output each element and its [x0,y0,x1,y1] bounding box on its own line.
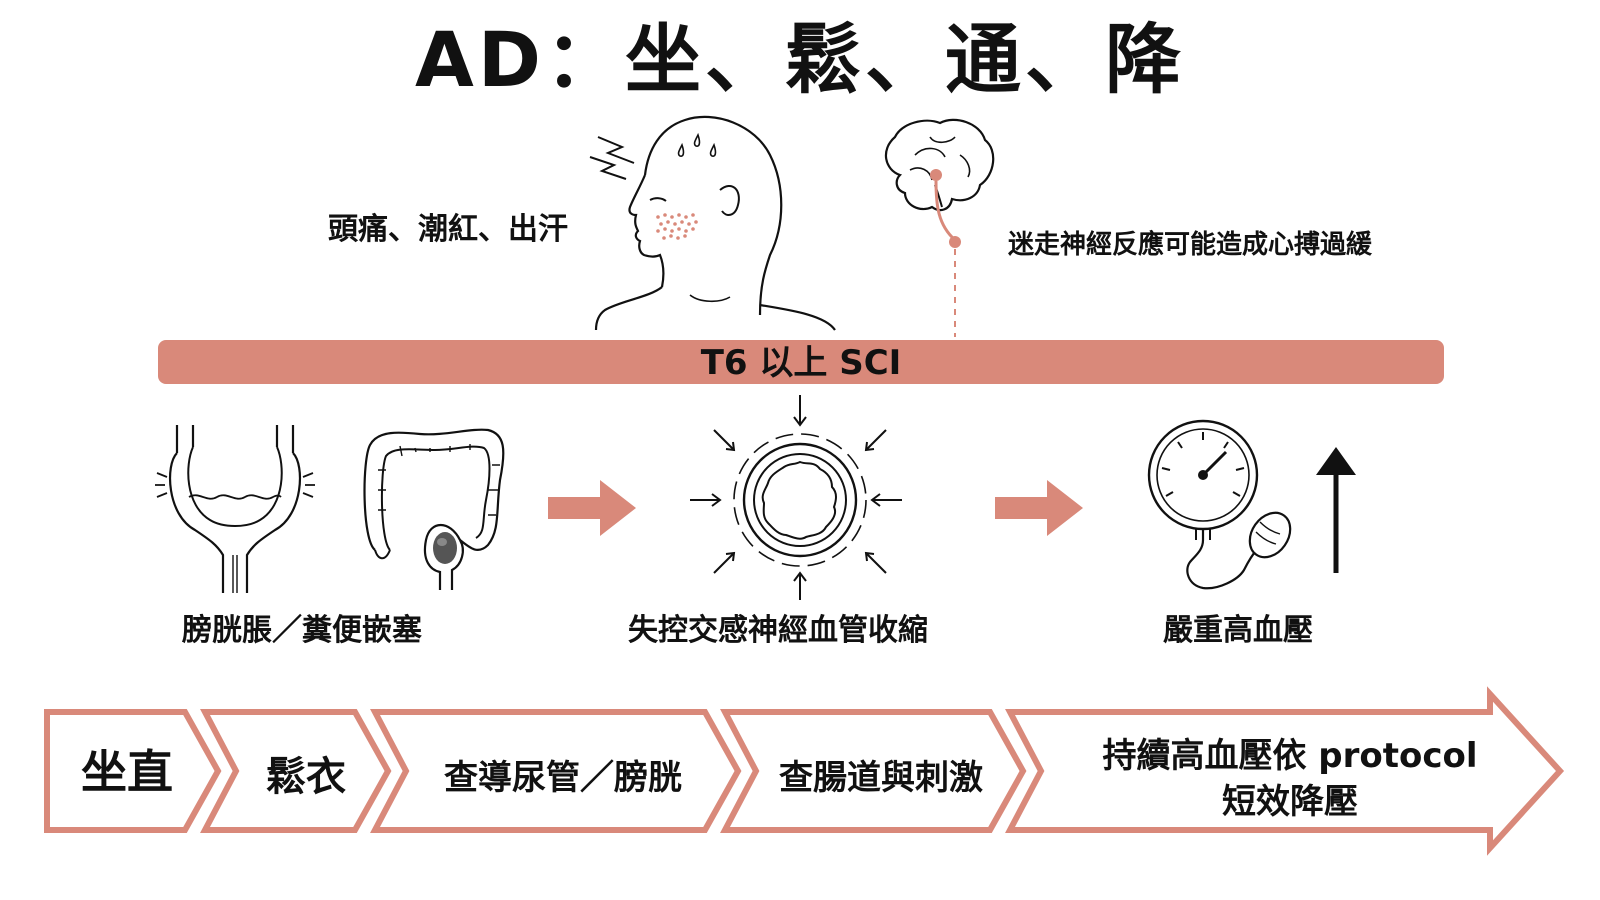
step-chevron-5 [1005,686,1565,856]
symptoms-label: 頭痛、潮紅、出汗 [328,212,568,247]
step-chevron-2 [200,709,392,833]
step-label-loosen-clothes: 鬆衣 [266,754,346,800]
blood-pressure-gauge-icon [1147,419,1292,590]
trigger-label: 膀胱脹／糞便嵌塞 [182,613,422,648]
patient-head-icon [589,115,836,331]
step-label-protocol-line2: 短效降壓 [1222,782,1358,822]
bp-up-arrow-icon [1316,447,1356,573]
step-label-protocol-line1: 持續高血壓依 protocol [1102,736,1478,776]
vasoconstriction-icon [690,395,902,600]
brain-icon [884,118,995,337]
step-label-sit-up: 坐直 [81,745,173,799]
colon-icon [363,428,505,590]
bladder-icon [155,425,315,593]
t6-sci-banner: T6 以上 SCI [158,340,1444,384]
severe-hypertension-label: 嚴重高血壓 [1163,613,1313,648]
flow-arrow-icon [995,480,1083,536]
page-title: AD：坐、鬆、通、降 [415,15,1185,104]
step-chevron-1 [44,709,222,833]
vagal-label: 迷走神經反應可能造成心搏過緩 [1008,230,1373,260]
vasoconstriction-label: 失控交感神經血管收縮 [628,613,928,648]
step-label-check-catheter-bladder: 查導尿管／膀胱 [444,758,682,798]
step-label-check-bowel: 查腸道與刺激 [779,758,983,798]
steps-chevron-bar [44,686,1565,856]
step-chevron-4 [720,709,1027,833]
step-chevron-3 [370,709,742,833]
flow-arrow-icon [548,480,636,536]
